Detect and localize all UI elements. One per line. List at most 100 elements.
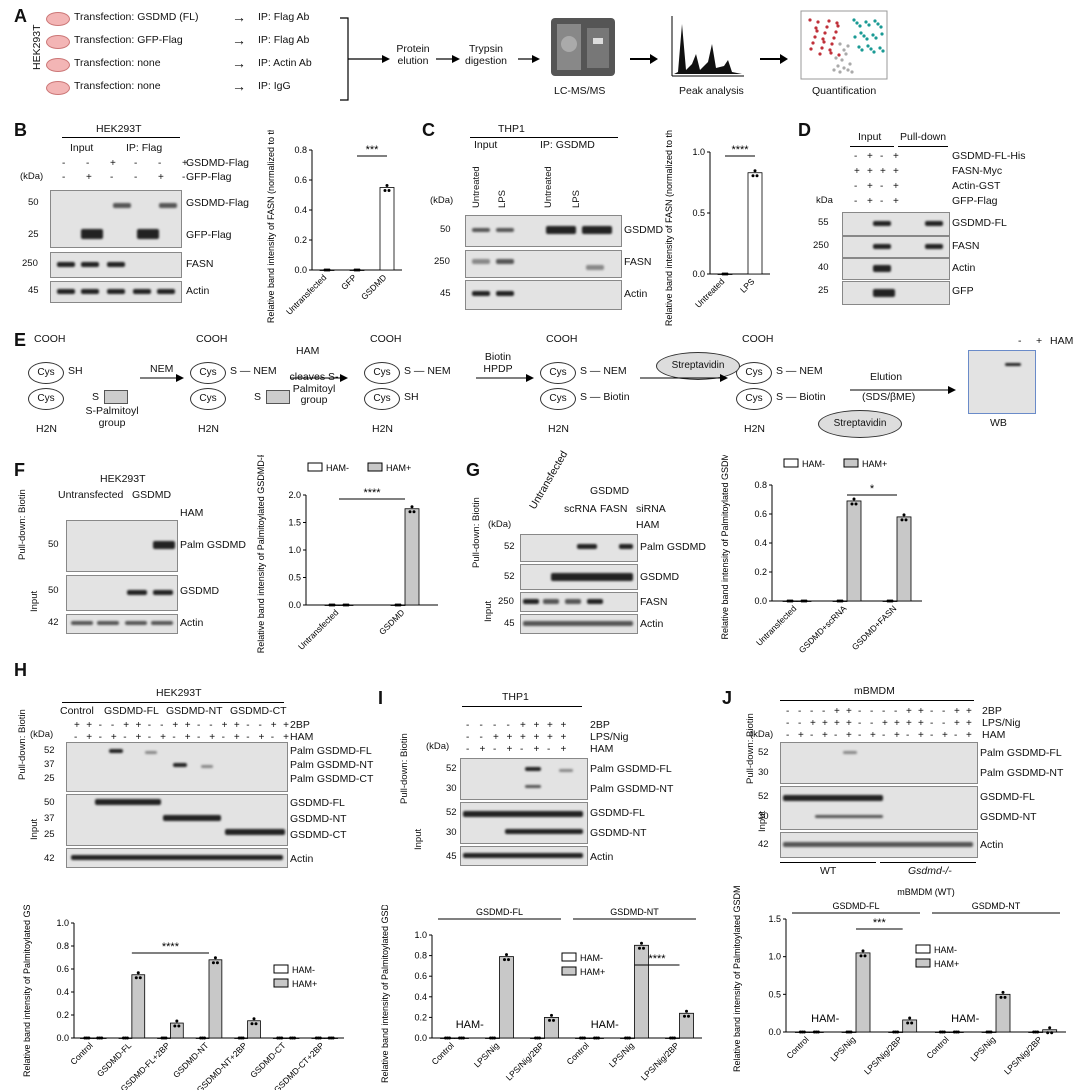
- bar: [1042, 1029, 1058, 1033]
- y-tick-label: 0.6: [56, 964, 69, 974]
- legend-swatch-ham-pos: [273, 978, 289, 988]
- data-point: [687, 1014, 690, 1018]
- data-point: [87, 1036, 91, 1040]
- c-marker-250: 250: [434, 256, 450, 267]
- sign-mark: +: [906, 718, 912, 729]
- x-tick-label: LPS/Nig/2BP: [639, 1040, 681, 1082]
- x-tick-label: Control: [924, 1034, 951, 1061]
- volcano-dot-up: [816, 20, 820, 24]
- sign-mark: -: [172, 732, 176, 743]
- arrow-icon: →: [232, 32, 246, 48]
- significance-stars: *: [870, 483, 875, 495]
- data-point: [802, 1030, 806, 1034]
- h2n-label: H2N: [36, 423, 58, 435]
- i-cell-line: THP1: [502, 691, 529, 703]
- cooh-label: COOH: [370, 333, 402, 345]
- sign-mark: -: [479, 720, 483, 731]
- data-point: [896, 1030, 900, 1034]
- h2n-label: H2N: [198, 423, 220, 435]
- x-tick-label: GSDMD+FASN: [850, 603, 899, 652]
- volcano-dot-down: [879, 25, 883, 29]
- y-tick-label: 0.0: [692, 269, 705, 279]
- sign-mark: +: [184, 720, 191, 731]
- f-input-label: Input: [29, 590, 40, 612]
- data-point: [177, 1024, 181, 1028]
- volcano-dot: [850, 70, 854, 74]
- bar: [208, 959, 223, 1039]
- x-tick-label: GSDMD-NT: [171, 1040, 210, 1079]
- legend-ham-neg: HAM-: [292, 965, 315, 975]
- j-marker-52b: 52: [758, 791, 769, 802]
- data-point: [203, 1036, 207, 1040]
- chart-title: mBMDM (WT): [897, 887, 954, 897]
- volcano-dot-up: [820, 46, 824, 50]
- bar: [747, 172, 763, 275]
- data-point: [804, 599, 808, 603]
- sign-mark: -: [854, 181, 858, 192]
- inset-ham-neg: HAM-: [456, 1019, 484, 1031]
- x-tick-label: LPS/Nig/2BP: [504, 1040, 546, 1082]
- volcano-dot-up: [835, 21, 839, 25]
- volcano-dot-down: [876, 22, 880, 26]
- f-marker-50a: 50: [48, 539, 59, 550]
- b-cell-line: HEK293T: [96, 123, 142, 135]
- f-ham-label: HAM: [180, 507, 204, 519]
- quantification-label: Quantification: [812, 85, 877, 97]
- b-band-fasn: FASN: [186, 258, 214, 270]
- data-point: [410, 505, 414, 509]
- cys-residue: Cys: [736, 362, 772, 384]
- x-tick-label: Untransfected: [296, 607, 341, 652]
- sign-mark: -: [110, 172, 114, 183]
- legend-swatch-ham-pos: [843, 458, 859, 468]
- panel-label-d: D: [798, 120, 811, 140]
- e-wb-plus: +: [1036, 335, 1043, 347]
- volcano-dot-up: [818, 52, 822, 56]
- panel-label-c: C: [422, 120, 435, 140]
- x-tick-label: GSDMD-CT: [248, 1040, 287, 1079]
- data-point: [863, 954, 867, 958]
- y-tick-label: 0.6: [414, 971, 427, 981]
- x-tick-label: Untransfected: [754, 603, 799, 648]
- h-blot-input: [66, 794, 288, 846]
- sign-mark: -: [880, 181, 884, 192]
- inset-ham-neg: HAM-: [591, 1019, 619, 1031]
- arrow-icon: →: [232, 78, 246, 94]
- sign-mark: +: [954, 706, 960, 717]
- y-tick-label: 1.0: [56, 918, 69, 928]
- i-marker-30b: 30: [446, 827, 457, 838]
- sign-mark: -: [506, 720, 510, 731]
- volcano-dot-down: [859, 31, 863, 35]
- data-point: [725, 272, 729, 276]
- y-axis-label: Relative band intensity of Palmitoylated…: [380, 905, 390, 1083]
- volcano-dot-up: [837, 53, 841, 57]
- data-point: [213, 956, 217, 960]
- sign-mark: +: [74, 720, 80, 731]
- legend-ham-neg: HAM-: [326, 463, 349, 473]
- g-pulldown-label: Pull-down: Biotin: [471, 497, 482, 568]
- sign-mark: -: [479, 732, 483, 743]
- transfection-label: Transfection: none: [74, 57, 161, 69]
- data-point: [357, 268, 361, 272]
- volcano-dot-down: [855, 21, 859, 25]
- volcano-dot-down: [866, 44, 870, 48]
- data-point: [640, 941, 643, 945]
- y-axis-label: Relative band intensity of Palmitoylated…: [256, 455, 266, 653]
- i-row-2bp: 2BP: [590, 719, 610, 731]
- volcano-dot: [838, 42, 842, 46]
- volcano-dot: [838, 70, 842, 74]
- data-point: [956, 1030, 960, 1034]
- bar: [131, 974, 146, 1039]
- f-blot-actin: [66, 614, 178, 634]
- volcano-dot-up: [836, 24, 840, 28]
- inset-ham-neg: HAM-: [811, 1013, 839, 1025]
- volcano-dot-down: [862, 34, 866, 38]
- y-tick-label: 1.0: [692, 147, 705, 157]
- data-point: [548, 1018, 551, 1022]
- sign-mark: +: [160, 732, 166, 743]
- volcano-dot: [842, 66, 846, 70]
- b-row-gfp: GFP-Flag: [186, 171, 232, 183]
- g-marker-52b: 52: [504, 571, 515, 582]
- data-point: [685, 1009, 688, 1013]
